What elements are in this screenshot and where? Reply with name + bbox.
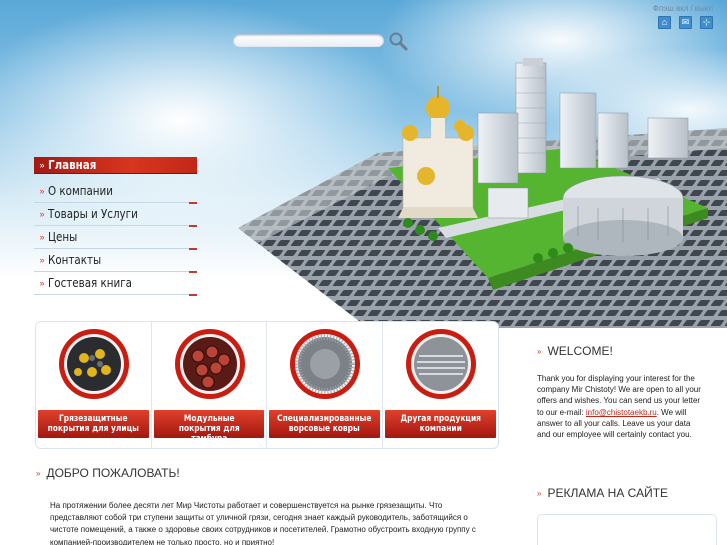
ads-heading: » РЕКЛАМА НА САЙТЕ <box>537 486 668 500</box>
welcome-en-title: WELCOME! <box>547 344 613 358</box>
product-caption-line1: Грязезащитные <box>58 414 128 424</box>
welcome-ru-title: ДОБРО ПОЖАЛОВАТЬ! <box>46 466 180 480</box>
nav-item-about[interactable]: » О компании <box>34 180 197 204</box>
welcome-en-heading: » WELCOME! <box>537 344 613 358</box>
nav-dash <box>189 225 197 227</box>
nav-item-prices[interactable]: » Цены <box>34 226 197 250</box>
product-caption: Другая продукция компании <box>384 410 496 438</box>
nav-dash <box>189 248 197 250</box>
utility-icons: ⌂ ✉ ⊹ <box>658 16 713 29</box>
ads-box <box>537 514 717 545</box>
product-caption-line2: компании <box>419 424 462 434</box>
home-icon[interactable]: ⌂ <box>658 16 671 29</box>
nav-item-label: О компании <box>48 184 113 198</box>
product-caption-line1: Специализированные <box>277 414 372 424</box>
flash-separator: / <box>690 4 693 13</box>
sitemap-icon[interactable]: ⊹ <box>700 16 713 29</box>
other-products-image <box>405 329 476 399</box>
street-mat-image <box>59 329 129 399</box>
product-caption-line2: покрытия для улицы <box>47 424 139 434</box>
product-caption-line1: Другая продукция <box>399 414 481 424</box>
product-caption-line1: Модульные <box>183 414 235 424</box>
product-street-mats[interactable]: Грязезащитные покрытия для улицы <box>36 322 152 448</box>
flash-label: Флэш <box>652 4 674 13</box>
welcome-ru-heading: » ДОБРО ПОЖАЛОВАТЬ! <box>36 466 180 480</box>
welcome-en-text: Thank you for displaying your interest f… <box>537 373 702 440</box>
product-caption: Специализированные ворсовые ковры <box>269 410 380 438</box>
product-caption-line2: ворсовые ковры <box>288 424 360 434</box>
nav-item-label: Главная <box>48 158 97 172</box>
product-strip: Грязезащитные покрытия для улицы Модульн… <box>35 321 499 449</box>
nav-arrow-icon: » <box>39 232 44 242</box>
product-other[interactable]: Другая продукция компании <box>383 322 499 448</box>
nav-arrow-icon: » <box>39 160 44 170</box>
nav-item-home[interactable]: » Главная <box>34 157 197 174</box>
welcome-ru-text: На протяжении более десяти лет Мир Чисто… <box>50 501 476 545</box>
search-input[interactable] <box>233 34 384 47</box>
heading-arrow-icon: » <box>36 468 41 478</box>
product-pile-carpets[interactable]: Специализированные ворсовые ковры <box>267 322 383 448</box>
nav-item-label: Контакты <box>48 253 102 267</box>
nav-dash <box>189 202 197 204</box>
product-caption: Грязезащитные покрытия для улицы <box>38 410 149 438</box>
nav-arrow-icon: » <box>39 255 44 265</box>
search-icon[interactable] <box>388 31 408 51</box>
product-modular-mats[interactable]: Модульные покрытия для тамбура <box>152 322 267 448</box>
nav-item-label: Товары и Услуги <box>48 207 138 221</box>
nav-dash <box>189 294 197 296</box>
heading-arrow-icon: » <box>537 488 542 498</box>
nav-item-contacts[interactable]: » Контакты <box>34 249 197 273</box>
product-caption: Модульные покрытия для тамбура <box>153 410 264 444</box>
welcome-en-text-after: . We will answer to all your calls. Leav… <box>537 407 692 440</box>
nav-item-label: Гостевая книга <box>48 276 132 290</box>
heading-arrow-icon: » <box>537 346 542 356</box>
city-hero-illustration <box>238 58 727 328</box>
email-link[interactable]: info@chistotaekb.ru <box>585 407 657 417</box>
ads-title: РЕКЛАМА НА САЙТЕ <box>547 486 669 500</box>
flash-on-link[interactable]: вкл <box>675 4 689 13</box>
nav-item-label: Цены <box>48 230 78 244</box>
nav-dash <box>189 271 197 273</box>
nav-item-guestbook[interactable]: » Гостевая книга <box>34 272 197 296</box>
nav-arrow-icon: » <box>39 278 44 288</box>
welcome-en-text-before: Thank you for displaying your interest f… <box>537 374 701 417</box>
pile-carpet-image <box>290 329 360 399</box>
mail-icon[interactable]: ✉ <box>679 16 692 29</box>
nav-arrow-icon: » <box>39 186 44 196</box>
main-nav: » Главная » О компании » Товары и Услуги… <box>34 157 197 296</box>
nav-arrow-icon: » <box>39 209 44 219</box>
nav-item-products[interactable]: » Товары и Услуги <box>34 203 197 227</box>
modular-mat-image <box>174 329 245 399</box>
product-caption-line2: покрытия для тамбура <box>178 424 240 444</box>
flash-off-link[interactable]: выкл <box>694 4 713 13</box>
flash-toggle-links: Флэш вкл/выкл <box>653 4 713 13</box>
